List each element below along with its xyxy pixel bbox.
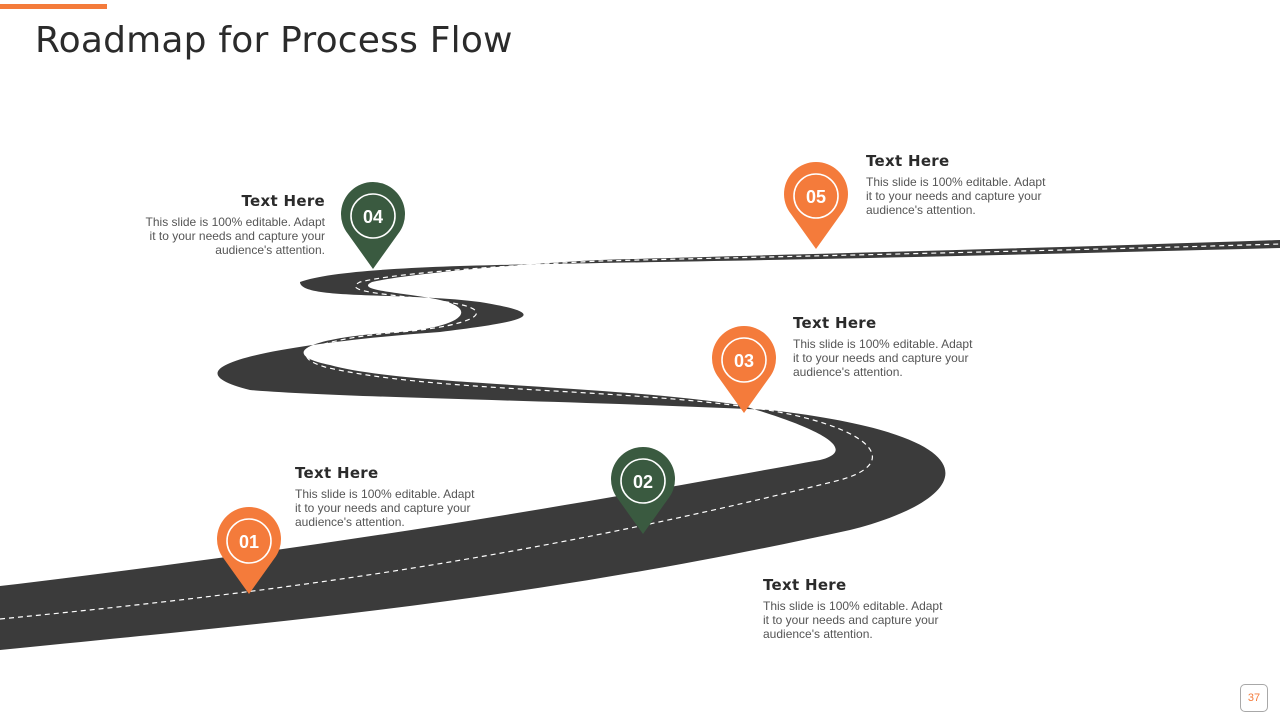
road-surface	[0, 240, 1280, 650]
milestone-pin-01: 01	[217, 507, 281, 594]
milestone-text-04: Text Here This slide is 100% editable. A…	[140, 192, 325, 257]
road-center-line	[0, 243, 1280, 620]
milestone-pin-05: 05	[784, 162, 848, 250]
milestone-number: 03	[734, 351, 754, 371]
milestone-description: This slide is 100% editable. Adapt it to…	[866, 175, 1046, 217]
milestone-pin-04: 04	[341, 182, 405, 269]
milestone-number: 01	[239, 532, 259, 552]
milestone-text-05: Text Here This slide is 100% editable. A…	[866, 152, 1051, 217]
milestone-pin-02: 02	[611, 447, 675, 534]
milestone-number: 04	[363, 207, 383, 227]
milestone-heading: Text Here	[793, 314, 877, 332]
accent-bar	[0, 4, 107, 9]
milestone-heading: Text Here	[295, 464, 379, 482]
milestone-description: This slide is 100% editable. Adapt it to…	[793, 337, 973, 379]
page-number: 37	[1240, 684, 1268, 712]
milestone-heading: Text Here	[241, 192, 325, 210]
milestone-number: 05	[806, 187, 826, 207]
milestone-description: This slide is 100% editable. Adapt it to…	[145, 215, 325, 257]
milestone-pin-03: 03	[712, 326, 776, 413]
milestone-heading: Text Here	[866, 152, 950, 170]
milestone-description: This slide is 100% editable. Adapt it to…	[763, 599, 943, 641]
milestone-heading: Text Here	[763, 576, 847, 594]
milestone-text-01: Text Here This slide is 100% editable. A…	[295, 464, 480, 529]
milestone-text-03: Text Here This slide is 100% editable. A…	[793, 314, 978, 379]
page-title: Roadmap for Process Flow	[35, 20, 513, 61]
milestone-number: 02	[633, 472, 653, 492]
milestone-text-02: Text Here This slide is 100% editable. A…	[763, 576, 948, 641]
milestone-description: This slide is 100% editable. Adapt it to…	[295, 487, 475, 529]
